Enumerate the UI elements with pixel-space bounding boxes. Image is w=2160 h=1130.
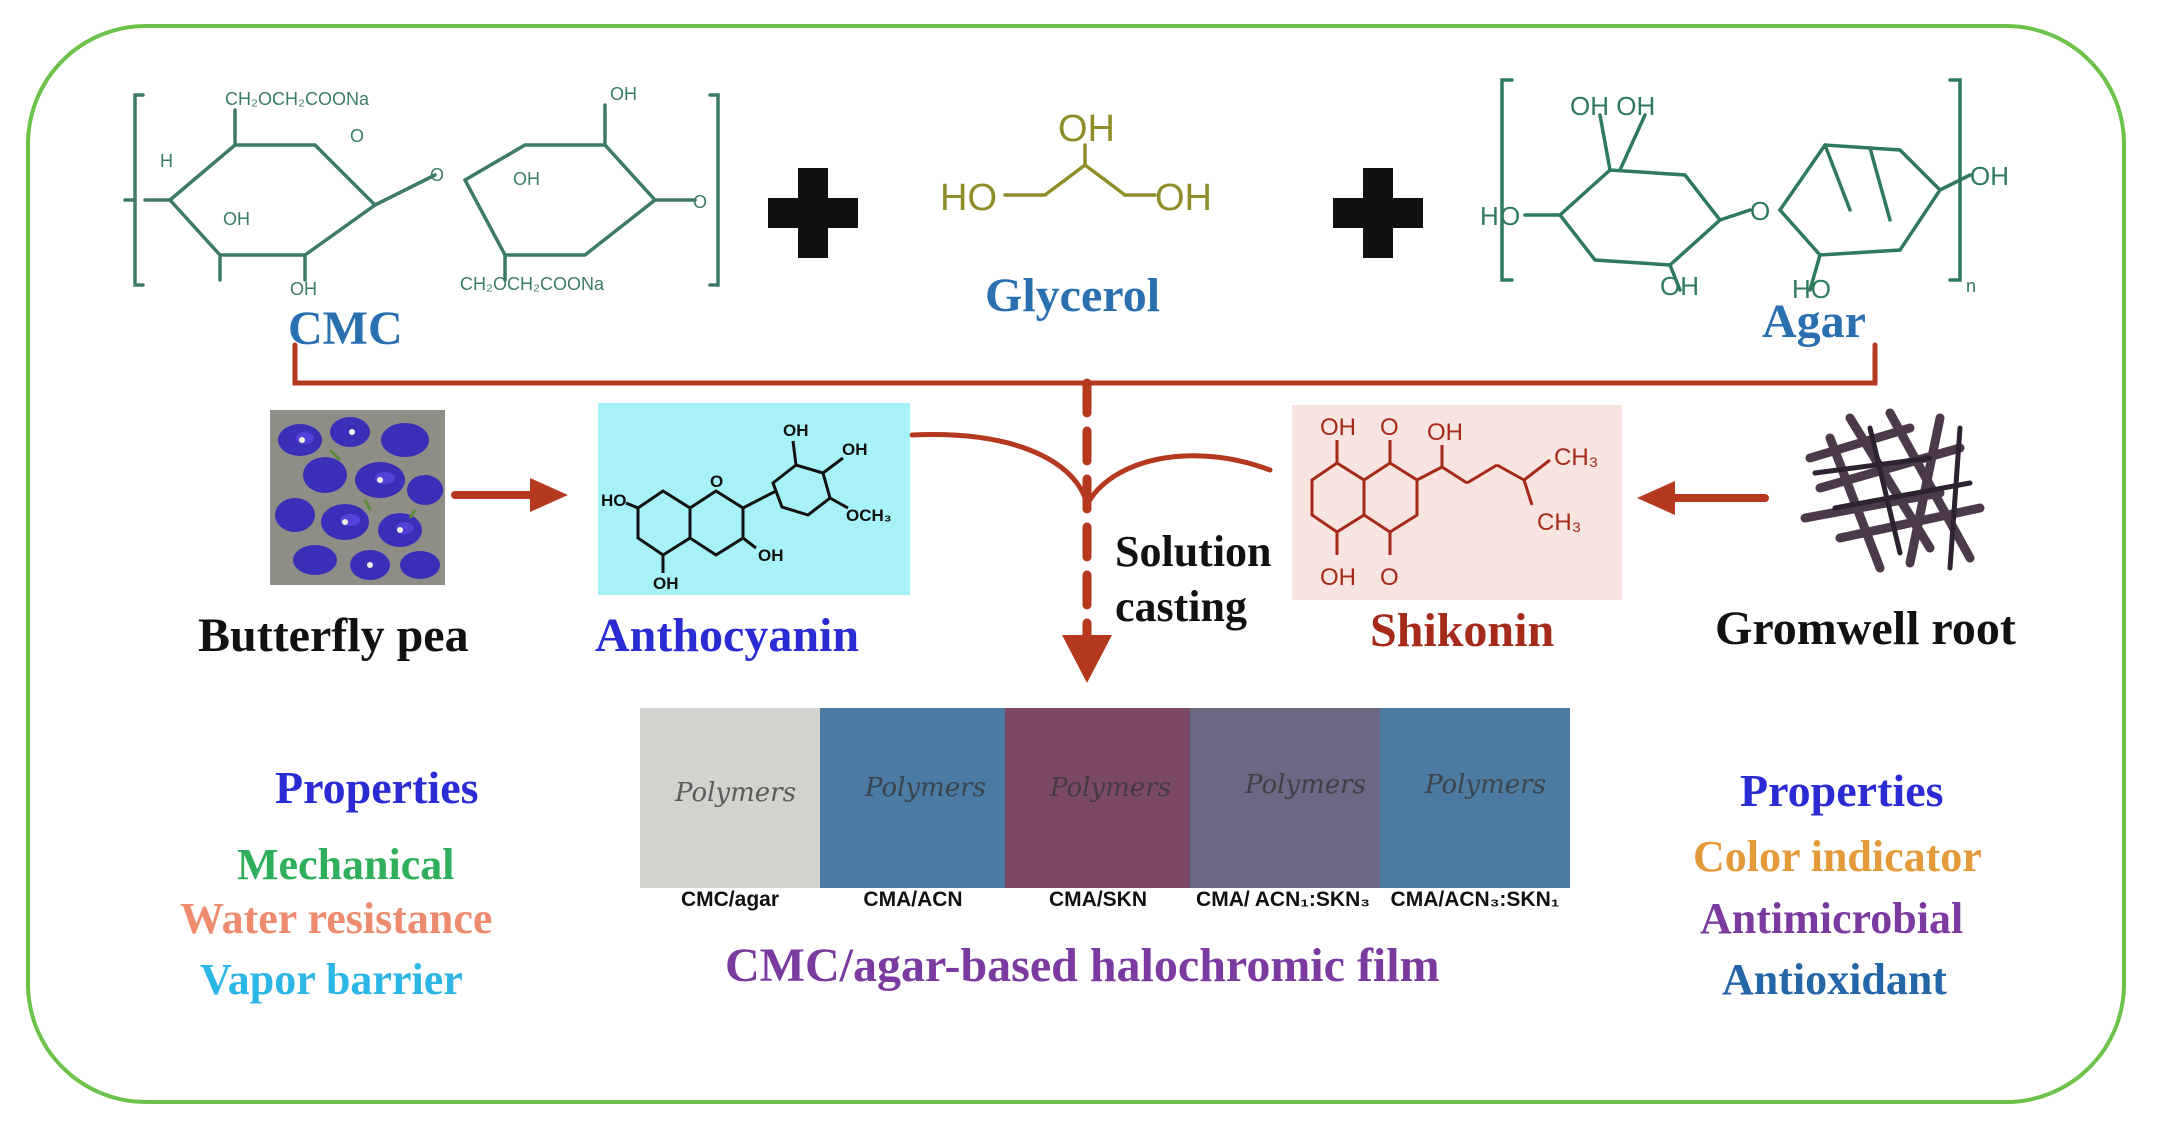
butterfly-pea-photo [270,410,445,585]
svg-text:OH: OH [1320,414,1356,441]
svg-text:CH₃: CH₃ [1554,444,1598,471]
cmc-label: CMC [288,302,403,355]
process-label-line1: Solution [1115,527,1272,576]
film-label-cma-acn1-skn3: CMA/ ACN₁:SKN₃ [1196,888,1370,911]
film-sample-cma-skn: Polymers [1005,708,1190,888]
down-arrowhead [1062,635,1112,683]
svg-text:OH: OH [223,209,250,229]
svg-text:OH: OH [610,84,637,104]
svg-text:OH: OH [513,169,540,189]
shikonin-label: Shikonin [1370,604,1555,657]
glycerol-label: Glycerol [985,269,1161,322]
svg-text:CH₃: CH₃ [1537,509,1581,536]
svg-text:OH: OH [1058,108,1115,150]
film-label-cmc-agar: CMC/agar [680,888,780,911]
handwriting: Polymers [1245,770,1366,800]
process-label-line2: casting [1115,582,1247,631]
property-color-indicator: Color indicator [1693,832,1982,881]
property-antioxidant: Antioxidant [1722,955,1947,1004]
right-arrowhead [530,478,568,512]
svg-text:OH: OH [1427,419,1463,446]
plus-icon [768,168,858,258]
cmc-structure: CH₂OCH₂COONa CH₂OCH₂COONa OH OH OH OH H … [123,84,720,299]
handwriting: Polymers [675,778,796,808]
svg-text:CH₂OCH₂COONa: CH₂OCH₂COONa [460,274,605,294]
agar-label: Agar [1762,295,1866,348]
svg-text:CH₂OCH₂COONa: CH₂OCH₂COONa [225,89,370,109]
anthocyanin-structure: OH OH HO OCH₃ OH OH O [598,403,910,595]
svg-text:HO: HO [601,491,627,510]
svg-text:OH: OH [1660,271,1699,301]
film-label-cma-acn3-skn1: CMA/ACN₃:SKN₁ [1390,888,1560,911]
plus-icon [1333,168,1423,258]
handwriting: Polymers [1425,770,1546,800]
left-arrowhead [1637,481,1675,515]
svg-text:OH OH: OH OH [1570,91,1655,121]
svg-text:OH: OH [783,421,809,440]
svg-text:O: O [1500,201,1520,231]
film-sample-cma-acn3-skn1: Polymers [1380,708,1570,888]
svg-text:OH: OH [842,440,868,459]
gromwell-root-label: Gromwell root [1715,602,2016,655]
property-mechanical: Mechanical [237,840,455,889]
film-sample-cmc-agar: Polymers [640,708,820,888]
svg-text:O: O [1750,196,1770,226]
film-sample-cma-acn: Polymers [820,708,1005,888]
svg-text:H: H [1480,201,1499,231]
glycerol-structure: OH HO OH [940,108,1212,219]
anthocyanin-label: Anthocyanin [595,609,860,662]
svg-text:HO: HO [940,177,997,219]
svg-text:OH: OH [1970,161,2009,191]
film-sample-cma-acn1-skn3: Polymers [1190,708,1380,888]
svg-text:O: O [430,165,444,185]
svg-text:O: O [1380,414,1399,441]
butterfly-pea-label: Butterfly pea [198,609,469,662]
svg-text:OCH₃: OCH₃ [846,506,892,525]
svg-text:OH: OH [653,574,679,593]
handwriting: Polymers [1050,773,1171,803]
properties-right-title: Properties [1740,765,1944,816]
gromwell-root-photo [1800,408,1985,573]
svg-text:OH: OH [1155,177,1212,219]
properties-left-title: Properties [275,762,479,813]
film-label-cma-skn: CMA/SKN [1049,888,1147,911]
svg-text:O: O [1380,564,1399,591]
svg-text:OH: OH [1320,564,1356,591]
film-label-cma-acn: CMA/ACN [863,888,963,911]
svg-text:O: O [710,472,723,491]
svg-text:OH: OH [290,279,317,299]
property-antimicrobial: Antimicrobial [1700,894,1964,943]
film-title: CMC/agar-based halochromic film [725,939,1440,992]
property-vapor-barrier: Vapor barrier [200,955,463,1004]
shikonin-structure: OH O OH CH₃ CH₃ OH O [1292,405,1622,600]
rounded-frame [26,24,2126,1104]
svg-text:O: O [350,126,364,146]
svg-text:OH: OH [758,546,784,565]
property-water-resistance: Water resistance [180,894,493,943]
svg-text:H: H [160,151,173,171]
agar-structure: OH OH OH HO OH H O O n [1480,78,2009,304]
svg-text:HO: HO [1792,274,1831,304]
handwriting: Polymers [865,773,986,803]
svg-text:n: n [1966,276,1976,296]
svg-text:O: O [693,192,707,212]
